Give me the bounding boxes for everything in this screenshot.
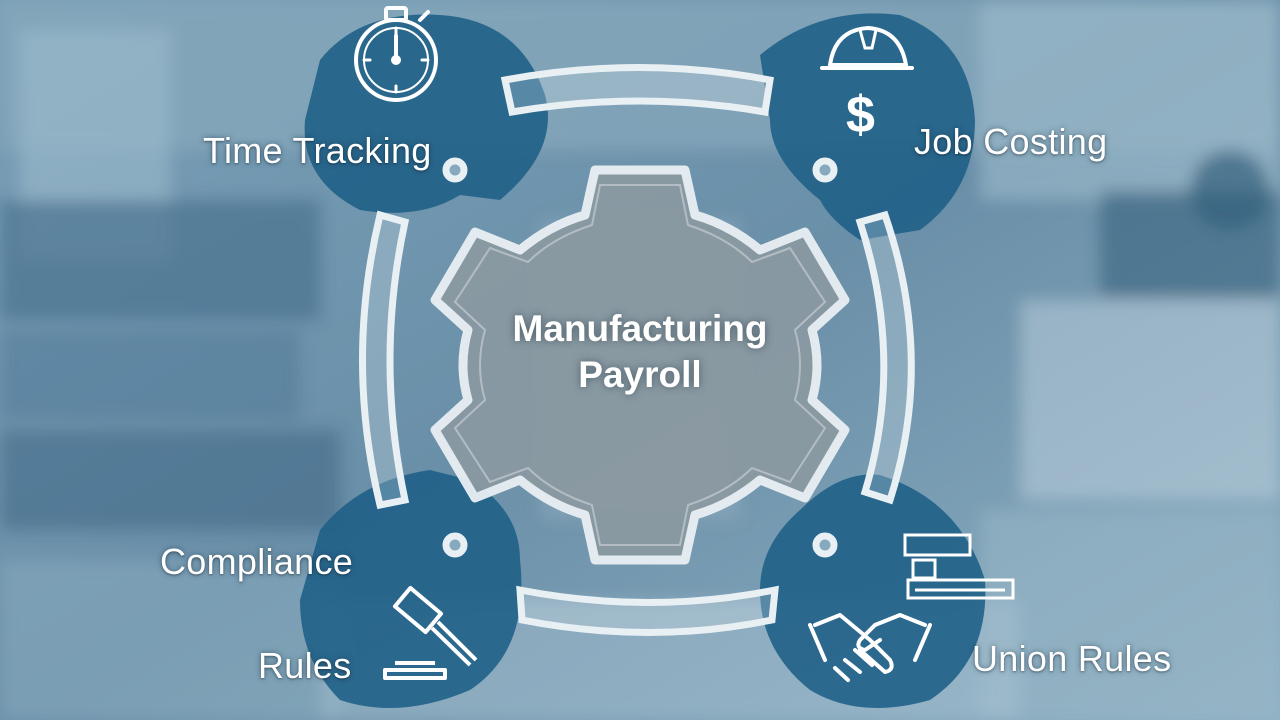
job-costing-label: Job Costing xyxy=(914,121,1108,162)
arc-bottom xyxy=(516,585,779,636)
union-rules-label: Union Rules xyxy=(972,638,1172,679)
gavel-icon xyxy=(383,585,478,680)
node-top-left xyxy=(442,157,468,183)
compliance-label: Compliance xyxy=(160,541,354,582)
central-gear xyxy=(430,165,850,565)
node-bottom-right xyxy=(812,532,838,558)
arc-top xyxy=(500,64,774,117)
node-bottom-left xyxy=(442,532,468,558)
center-title: Manufacturing Payroll xyxy=(470,306,810,398)
time-tracking-label: Time Tracking xyxy=(203,130,432,171)
segment-disc-job-costing xyxy=(760,13,975,240)
center-title-line2: Payroll xyxy=(578,354,702,395)
handshake-icon xyxy=(808,613,932,682)
arc-left xyxy=(359,210,410,510)
segment-disc-union-rules xyxy=(760,474,986,708)
center-title-line1: Manufacturing xyxy=(512,308,768,349)
dollar-cloche-icon: $ xyxy=(820,25,914,144)
segment-disc-time-tracking xyxy=(304,14,548,213)
node-top-right xyxy=(812,157,838,183)
machine-icon xyxy=(903,533,1015,600)
svg-text:$: $ xyxy=(846,86,875,144)
arc-right xyxy=(855,210,915,505)
rules-label: Rules xyxy=(258,645,352,686)
stopwatch-icon xyxy=(354,6,438,102)
connector-arcs xyxy=(359,64,915,636)
